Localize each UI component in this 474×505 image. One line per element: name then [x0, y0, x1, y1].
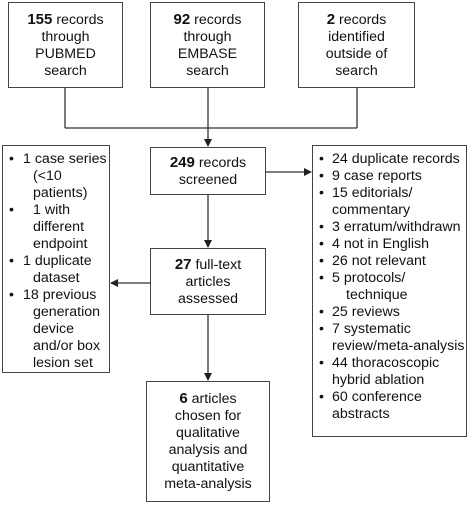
exclusion-item: 5 protocols/ technique — [317, 270, 464, 304]
exclusion-item: 60 conference abstracts — [317, 389, 464, 423]
chosen-line-2: chosen for — [174, 408, 242, 424]
outside-line-3: outside of — [325, 45, 388, 62]
chosen-line-5: quantitative — [171, 459, 245, 475]
exclusion-item: 1 case series (<10 patients) — [7, 151, 107, 202]
screened-line-2: screened — [178, 171, 238, 188]
chosen-line-4: analysis and — [168, 442, 248, 458]
exclusion-item: 24 duplicate records — [317, 151, 464, 168]
exclusion-item-line: technique — [346, 287, 408, 303]
screened-count: 249 — [169, 153, 195, 171]
outside-line-1: records — [338, 11, 387, 28]
exclusion-item-line: 1 duplicate — [23, 253, 92, 269]
exclusion-item-line: 5 protocols/ — [332, 270, 406, 286]
screened-line-1: records — [198, 154, 247, 171]
embase-line-1: records — [194, 11, 242, 28]
exclusion-item-line: abstracts — [332, 406, 390, 422]
fulltext-line-1: full-text — [195, 256, 242, 273]
exclusion-item-line: review/meta-analysis — [332, 338, 465, 354]
chosen-line-3: qualitative — [176, 425, 240, 441]
fulltext-assessed-box: 27 full-text articles assessed — [150, 248, 266, 315]
pubmed-records-box: 155 records through PUBMED search — [8, 2, 123, 88]
articles-chosen-box: 6 articles chosen for qualitative analys… — [146, 381, 270, 502]
exclusion-item: 1 duplicate dataset — [7, 253, 106, 287]
exclusion-item-line: 7 systematic — [332, 321, 411, 337]
exclusion-item: 18 previous generation device and/or box… — [7, 287, 106, 372]
exclusion-item-line: 9 case reports — [332, 168, 422, 184]
exclusion-item-line: 15 editorials/ — [332, 185, 413, 201]
exclusion-item-line: and/or box — [33, 338, 101, 354]
pubmed-line-4: search — [44, 62, 87, 79]
embase-line-3: EMBASE — [177, 45, 238, 62]
pubmed-line-2: through — [41, 28, 90, 45]
chosen-line-1: articles — [191, 391, 237, 407]
exclusion-item-line: different — [33, 219, 85, 235]
fulltext-exclusions-list: 1 case series (<10 patients) 1 with diff… — [7, 151, 107, 372]
exclusion-item: 26 not relevant — [317, 253, 464, 270]
exclusion-item-line: hybrid ablation — [332, 372, 425, 388]
exclusion-item-line: commentary — [332, 202, 411, 218]
exclusion-item: 7 systematic review/meta-analysis — [317, 321, 464, 355]
exclusion-item-line: 24 duplicate records — [332, 151, 460, 167]
pubmed-count: 155 — [27, 10, 53, 28]
exclusion-item-line: generation — [33, 304, 101, 320]
exclusion-item-line: 44 thoracoscopic — [332, 355, 440, 371]
chosen-count: 6 — [179, 390, 188, 407]
exclusion-item: 3 erratum/withdrawn — [317, 219, 464, 236]
exclusion-item-line: device — [33, 321, 75, 337]
outside-line-4: search — [335, 62, 378, 79]
exclusion-item: 44 thoracoscopic hybrid ablation — [317, 355, 464, 389]
records-screened-box: 249 records screened — [150, 147, 266, 195]
exclusion-item-line: 26 not relevant — [332, 253, 426, 269]
exclusion-item-line: 18 previous — [23, 287, 97, 303]
exclusion-item: 9 case reports — [317, 168, 464, 185]
fulltext-line-3: assessed — [178, 290, 238, 307]
exclusion-item-line: 1 with — [33, 202, 71, 218]
exclusion-item-line: patients) — [33, 185, 88, 201]
pubmed-line-3: PUBMED — [35, 45, 96, 62]
embase-count: 92 — [173, 10, 191, 28]
exclusion-item-line: endpoint — [33, 236, 88, 252]
exclusion-item-line: (<10 — [33, 168, 62, 184]
exclusion-item: 1 with different endpoint — [7, 202, 106, 253]
exclusion-item-line: 25 reviews — [332, 304, 400, 320]
chosen-line-6: meta-analysis — [164, 476, 252, 492]
embase-line-2: through — [183, 28, 232, 45]
screening-exclusions-box: 24 duplicate records 9 case reports 15 e… — [312, 145, 467, 437]
exclusion-item: 15 editorials/ commentary — [317, 185, 464, 219]
exclusion-item-line: 1 case series — [23, 151, 107, 167]
exclusion-item-line: 4 not in English — [332, 236, 430, 252]
fulltext-line-2: articles — [185, 273, 231, 290]
embase-records-box: 92 records through EMBASE search — [150, 2, 265, 88]
exclusion-item-line: lesion set — [33, 355, 93, 371]
exclusion-item-line: 3 erratum/withdrawn — [332, 219, 461, 235]
pubmed-line-1: records — [56, 11, 104, 28]
embase-line-4: search — [186, 62, 229, 79]
exclusion-item: 25 reviews — [317, 304, 464, 321]
fulltext-count: 27 — [174, 255, 192, 273]
fulltext-exclusions-box: 1 case series (<10 patients) 1 with diff… — [2, 145, 110, 373]
exclusion-item: 4 not in English — [317, 236, 464, 253]
screening-exclusions-list: 24 duplicate records 9 case reports 15 e… — [317, 151, 464, 423]
exclusion-item-line: dataset — [33, 270, 80, 286]
exclusion-item-line: 60 conference — [332, 389, 422, 405]
outside-line-2: identified — [328, 28, 385, 45]
outside-count: 2 — [326, 10, 336, 28]
outside-search-records-box: 2 records identified outside of search — [298, 2, 415, 88]
